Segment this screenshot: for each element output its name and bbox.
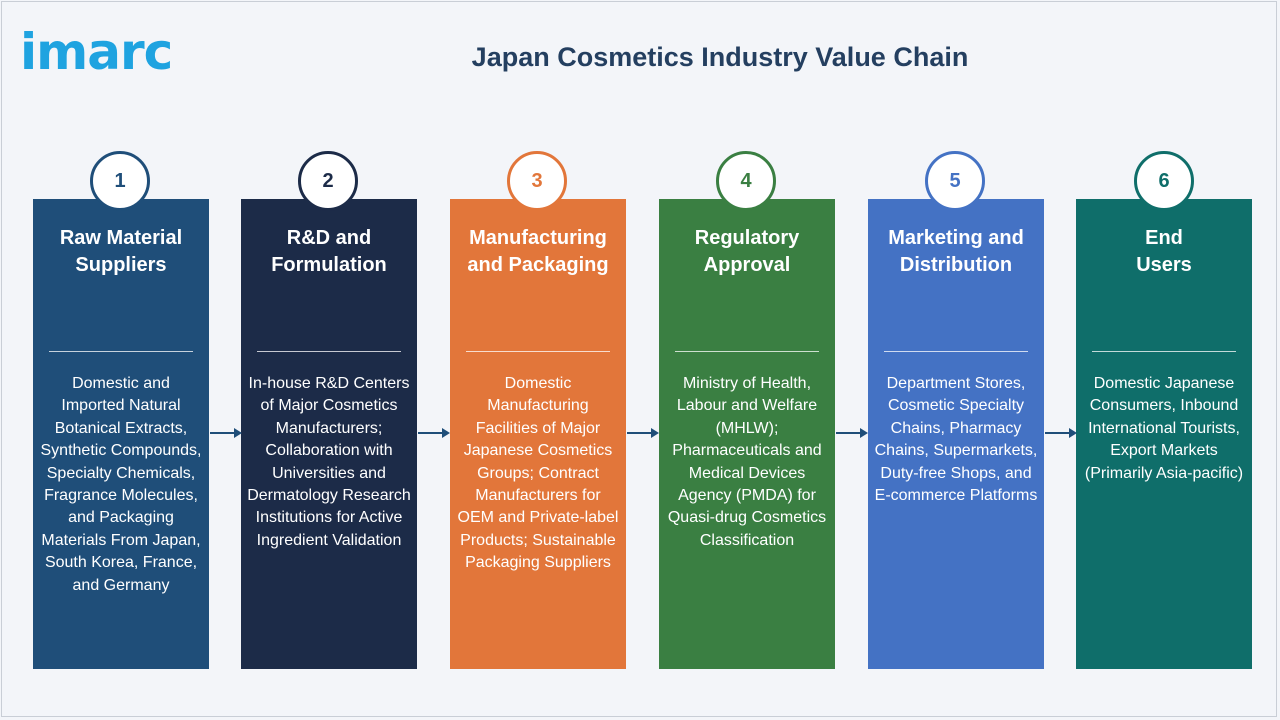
stage-5-description: Department Stores, Cosmetic Specialty Ch… bbox=[874, 375, 1038, 505]
stage-1-description: Domestic and Imported Natural Botanical … bbox=[40, 375, 202, 594]
stage-4-description: Ministry of Health, Labour and Welfare (… bbox=[667, 375, 827, 549]
stage-3-description: Domestic Manufacturing Facilities of Maj… bbox=[457, 375, 619, 572]
arrow-right-icon bbox=[210, 428, 242, 438]
stage-1-box: Raw Material Suppliers Domestic and Impo… bbox=[33, 199, 209, 669]
stage-5-divider bbox=[884, 351, 1028, 352]
stage-4-divider bbox=[675, 351, 819, 352]
arrow-right-icon bbox=[836, 428, 868, 438]
stage-6-box: End Users Domestic Japanese Consumers, I… bbox=[1076, 199, 1252, 669]
stage-5-box: Marketing and Distribution Department St… bbox=[868, 199, 1044, 669]
stage-2-description: In-house R&D Centers of Major Cosmetics … bbox=[247, 375, 411, 549]
stage-3-number-badge: 3 bbox=[507, 151, 567, 211]
logo-wordmark: imarc bbox=[20, 23, 173, 81]
stage-4-number-badge: 4 bbox=[716, 151, 776, 211]
stage-3-title: Manufacturing and Packaging bbox=[467, 227, 609, 276]
stage-5-number-badge: 5 bbox=[925, 151, 985, 211]
stage-2-title: R&D and Formulation bbox=[271, 227, 387, 276]
page-title: Japan Cosmetics Industry Value Chain bbox=[471, 42, 969, 72]
stage-2-box: R&D and Formulation In-house R&D Centers… bbox=[241, 199, 417, 669]
stage-6-title: End Users bbox=[1136, 227, 1192, 276]
stage-1-number-badge: 1 bbox=[90, 151, 150, 211]
stage-6-number-badge: 6 bbox=[1134, 151, 1194, 211]
stage-6-divider bbox=[1092, 351, 1236, 352]
stage-3-divider bbox=[466, 351, 610, 352]
stage-1-title: Raw Material Suppliers bbox=[59, 227, 183, 276]
arrow-right-icon bbox=[418, 428, 450, 438]
stage-4-box: Regulatory Approval Ministry of Health, … bbox=[659, 199, 835, 669]
imarc-logo: imarc bbox=[20, 22, 173, 82]
stage-3-box: Manufacturing and Packaging Domestic Man… bbox=[450, 199, 626, 669]
stage-4-title: Regulatory Approval bbox=[694, 227, 800, 276]
arrow-right-icon bbox=[627, 428, 659, 438]
stage-2-number-badge: 2 bbox=[298, 151, 358, 211]
stage-1-divider bbox=[49, 351, 193, 352]
stage-5-title: Marketing and Distribution bbox=[888, 227, 1024, 276]
stage-2-divider bbox=[257, 351, 401, 352]
stage-6-description: Domestic Japanese Consumers, Inbound Int… bbox=[1084, 375, 1244, 482]
arrow-right-icon bbox=[1045, 428, 1077, 438]
